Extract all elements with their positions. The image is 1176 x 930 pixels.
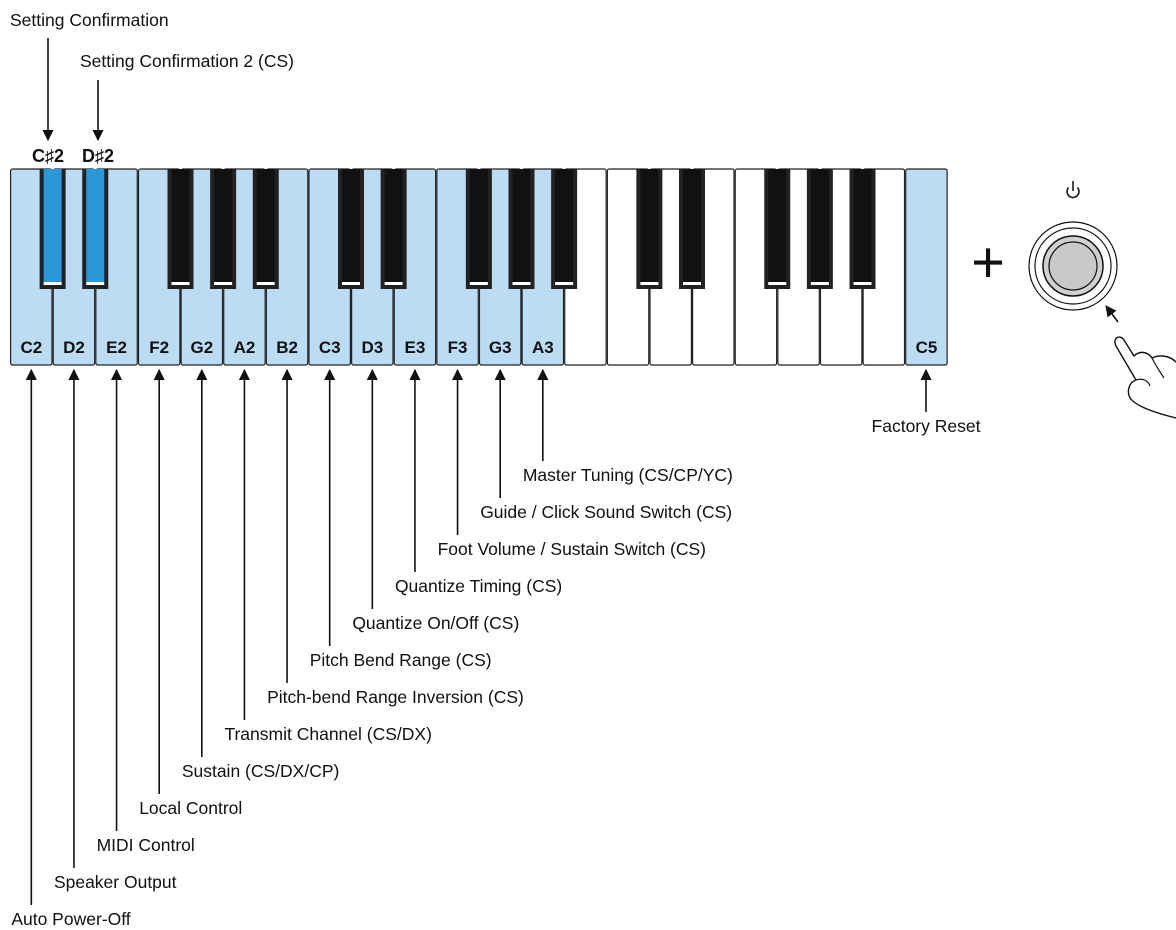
white-key-label: C3 (319, 338, 341, 357)
black-keys (39, 169, 876, 289)
black-key[interactable] (210, 169, 237, 289)
white-key-label: E3 (405, 338, 426, 357)
white-key[interactable] (905, 168, 948, 366)
function-label: Sustain (CS/DX/CP) (182, 761, 340, 781)
function-label: Auto Power-Off (11, 909, 130, 929)
white-key-label: C2 (20, 338, 42, 357)
black-key[interactable] (551, 169, 578, 289)
white-key-label: G2 (190, 338, 213, 357)
black-key[interactable] (167, 169, 194, 289)
function-label: Pitch-bend Range Inversion (CS) (267, 687, 524, 707)
plus-sign: + (971, 230, 1005, 295)
csharp2-label: C♯2 (32, 146, 64, 166)
white-key-label: A2 (234, 338, 256, 357)
pressing-hand-icon (1105, 305, 1176, 419)
black-key[interactable] (508, 169, 535, 289)
black-key[interactable] (465, 169, 492, 289)
function-label: Foot Volume / Sustain Switch (CS) (438, 539, 706, 559)
black-key[interactable] (252, 169, 279, 289)
black-key[interactable] (764, 169, 791, 289)
white-key-label: A3 (532, 338, 554, 357)
function-labels: Auto Power-Off Speaker Output MIDI Control… (11, 465, 733, 929)
function-lines (25, 368, 549, 905)
white-key-label: F2 (149, 338, 169, 357)
black-key-pressed[interactable] (39, 169, 66, 289)
power-button[interactable] (1028, 221, 1118, 311)
function-label: Quantize On/Off (CS) (352, 613, 519, 633)
function-label: Local Control (139, 798, 242, 818)
white-key-label: D3 (361, 338, 383, 357)
black-key[interactable] (679, 169, 705, 289)
function-label: Master Tuning (CS/CP/YC) (523, 465, 733, 485)
power-icon (1066, 181, 1080, 199)
black-key[interactable] (338, 169, 364, 289)
white-key-label: C5 (916, 338, 938, 357)
factory-reset-label: Factory Reset (872, 416, 981, 436)
function-label: Speaker Output (54, 872, 177, 892)
black-key-pressed[interactable] (82, 169, 109, 289)
dsharp2-label: D♯2 (82, 146, 114, 166)
function-label: MIDI Control (97, 835, 195, 855)
black-key[interactable] (849, 169, 876, 289)
white-key-labels: C2 D2 E2 F2 G2 A2 B2 C3 D3 E3 F3 G3 A3 C5 (20, 338, 937, 357)
setting-confirmation-2-label: Setting Confirmation 2 (CS) (80, 51, 294, 71)
white-key-label: F3 (448, 338, 468, 357)
function-label: Pitch Bend Range (CS) (310, 650, 492, 670)
function-label: Guide / Click Sound Switch (CS) (480, 502, 732, 522)
function-label: Transmit Channel (CS/DX) (224, 724, 431, 744)
black-key[interactable] (636, 169, 663, 289)
black-key[interactable] (806, 169, 833, 289)
white-key-label: B2 (276, 338, 298, 357)
setting-confirmation-label: Setting Confirmation (10, 10, 169, 30)
white-key-label: G3 (489, 338, 512, 357)
function-label: Quantize Timing (CS) (395, 576, 562, 596)
black-key[interactable] (380, 169, 407, 289)
white-key-label: D2 (63, 338, 85, 357)
white-key-label: E2 (106, 338, 127, 357)
